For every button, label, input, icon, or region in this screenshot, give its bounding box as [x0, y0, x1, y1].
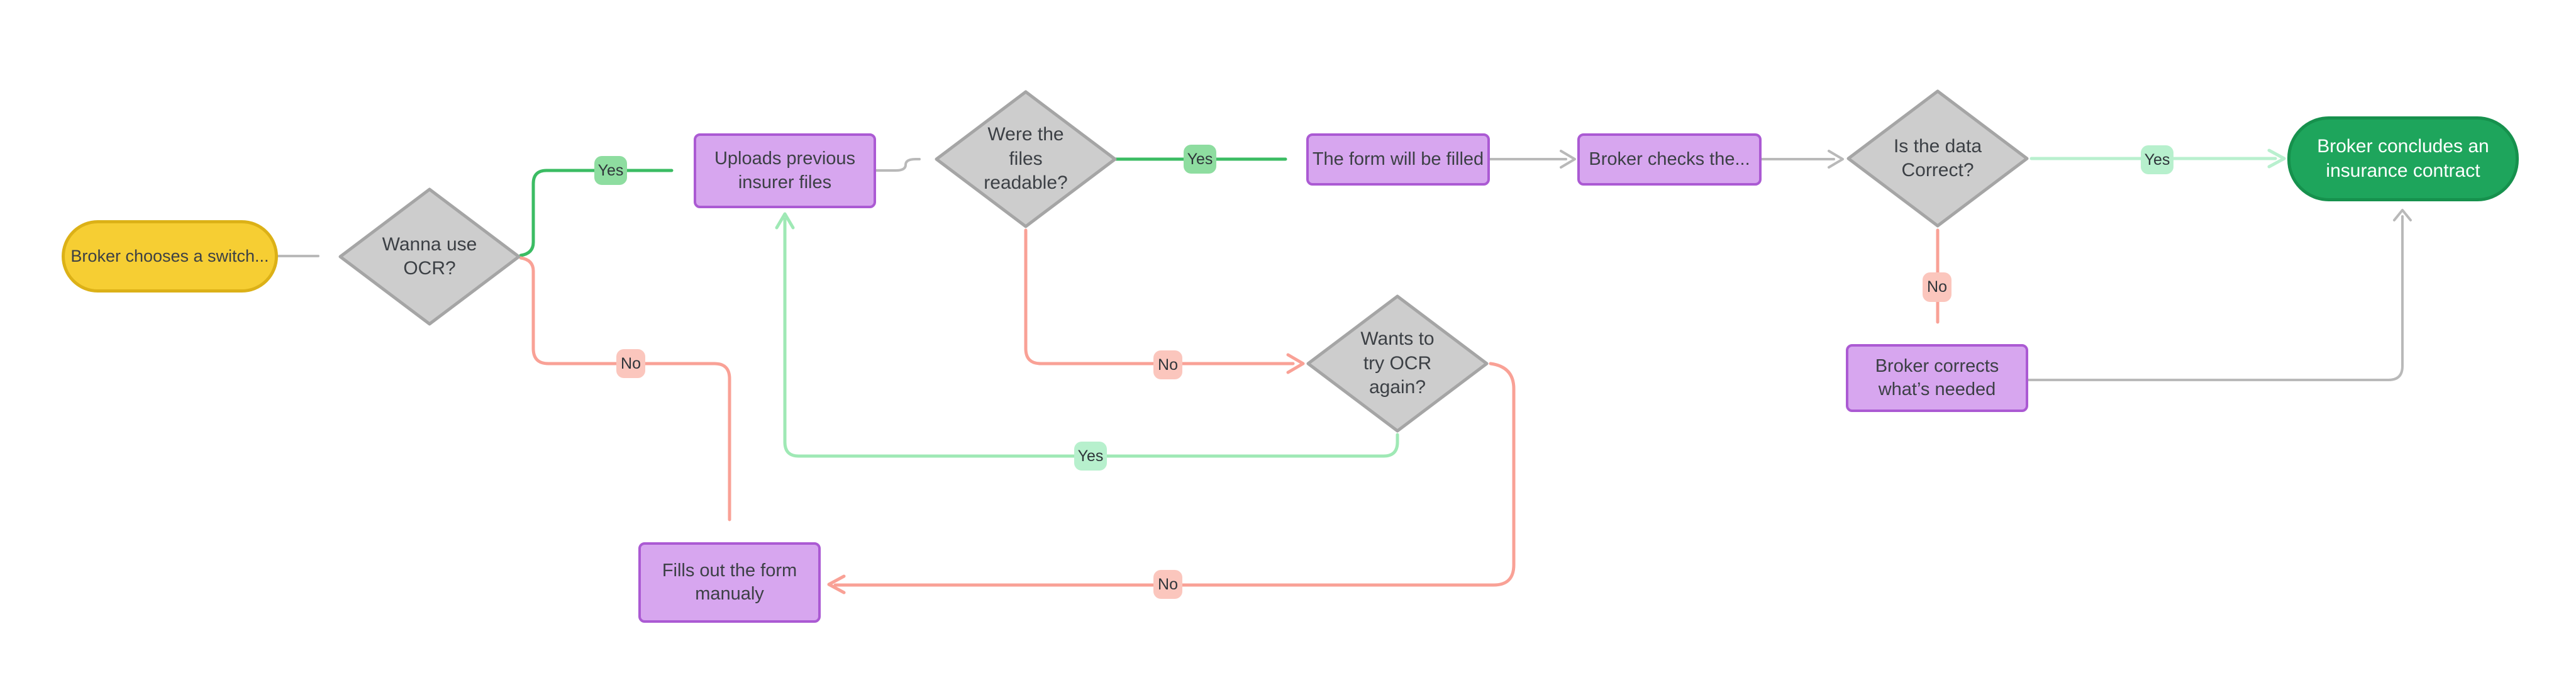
edge-retry-yes-to-uploads[interactable] [775, 212, 1399, 458]
edge-label-retry-no[interactable]: No [1153, 570, 1182, 599]
node-label: Broker corrects what’s needed [1875, 355, 1999, 399]
edge-use-ocr-no-to-fills-manual[interactable] [519, 256, 738, 538]
node-decision-data-correct[interactable]: Is the data Correct? [1846, 89, 2029, 228]
edge-label-readable-yes[interactable]: Yes [1184, 145, 1216, 174]
edge-use-ocr-yes-to-uploads[interactable] [519, 162, 691, 257]
edge-label-correct-no[interactable]: No [1923, 272, 1951, 302]
edge-broker-checks-to-correct[interactable] [1760, 150, 1844, 169]
diamond-shape [1306, 294, 1489, 433]
edge-label-readable-no[interactable]: No [1153, 350, 1182, 379]
edge-label-correct-yes[interactable]: Yes [2141, 145, 2174, 174]
node-decision-use-ocr[interactable]: Wanna use OCR? [338, 187, 521, 326]
node-label: Broker chooses a switch... [70, 247, 269, 266]
edge-label-retry-yes[interactable]: Yes [1074, 442, 1107, 471]
node-broker-corrects[interactable]: Broker corrects what’s needed [1846, 344, 2028, 412]
node-label: Fills out the form manualy [662, 560, 797, 604]
node-broker-checks[interactable]: Broker checks the... [1577, 133, 1762, 186]
node-label: Uploads previous insurer files [714, 148, 856, 192]
edge-form-filled-to-broker-checks[interactable] [1489, 150, 1576, 169]
edge-corrects-to-conclude[interactable] [2027, 209, 2412, 381]
edge-retry-no-to-fills-manual[interactable] [827, 362, 1516, 594]
node-label: The form will be filled [1312, 148, 1484, 169]
node-decision-files-readable[interactable]: Were the files readable? [935, 90, 1117, 228]
node-uploads-insurer-files[interactable]: Uploads previous insurer files [694, 133, 876, 208]
node-end-conclude-contract[interactable]: Broker concludes an insurance contract [2287, 116, 2519, 201]
node-label: Broker concludes an insurance contract [2317, 136, 2489, 181]
node-decision-retry-ocr[interactable]: Wants to try OCR again? [1306, 294, 1489, 433]
diamond-shape [1846, 89, 2029, 228]
node-start-broker-chooses-switch[interactable]: Broker chooses a switch... [62, 220, 278, 293]
edge-uploads-to-readable[interactable] [875, 151, 937, 172]
edge-label-use-ocr-no[interactable]: No [616, 349, 645, 378]
edge-readable-no-to-retry[interactable] [1024, 228, 1305, 374]
node-label: Broker checks the... [1589, 148, 1750, 169]
diamond-shape [935, 90, 1117, 228]
edge-start-to-use-ocr[interactable] [277, 247, 335, 265]
node-fills-form-manually[interactable]: Fills out the form manualy [638, 542, 821, 623]
node-form-will-be-filled[interactable]: The form will be filled [1306, 133, 1490, 186]
diamond-shape [338, 187, 521, 326]
edge-label-use-ocr-yes[interactable]: Yes [594, 156, 627, 185]
